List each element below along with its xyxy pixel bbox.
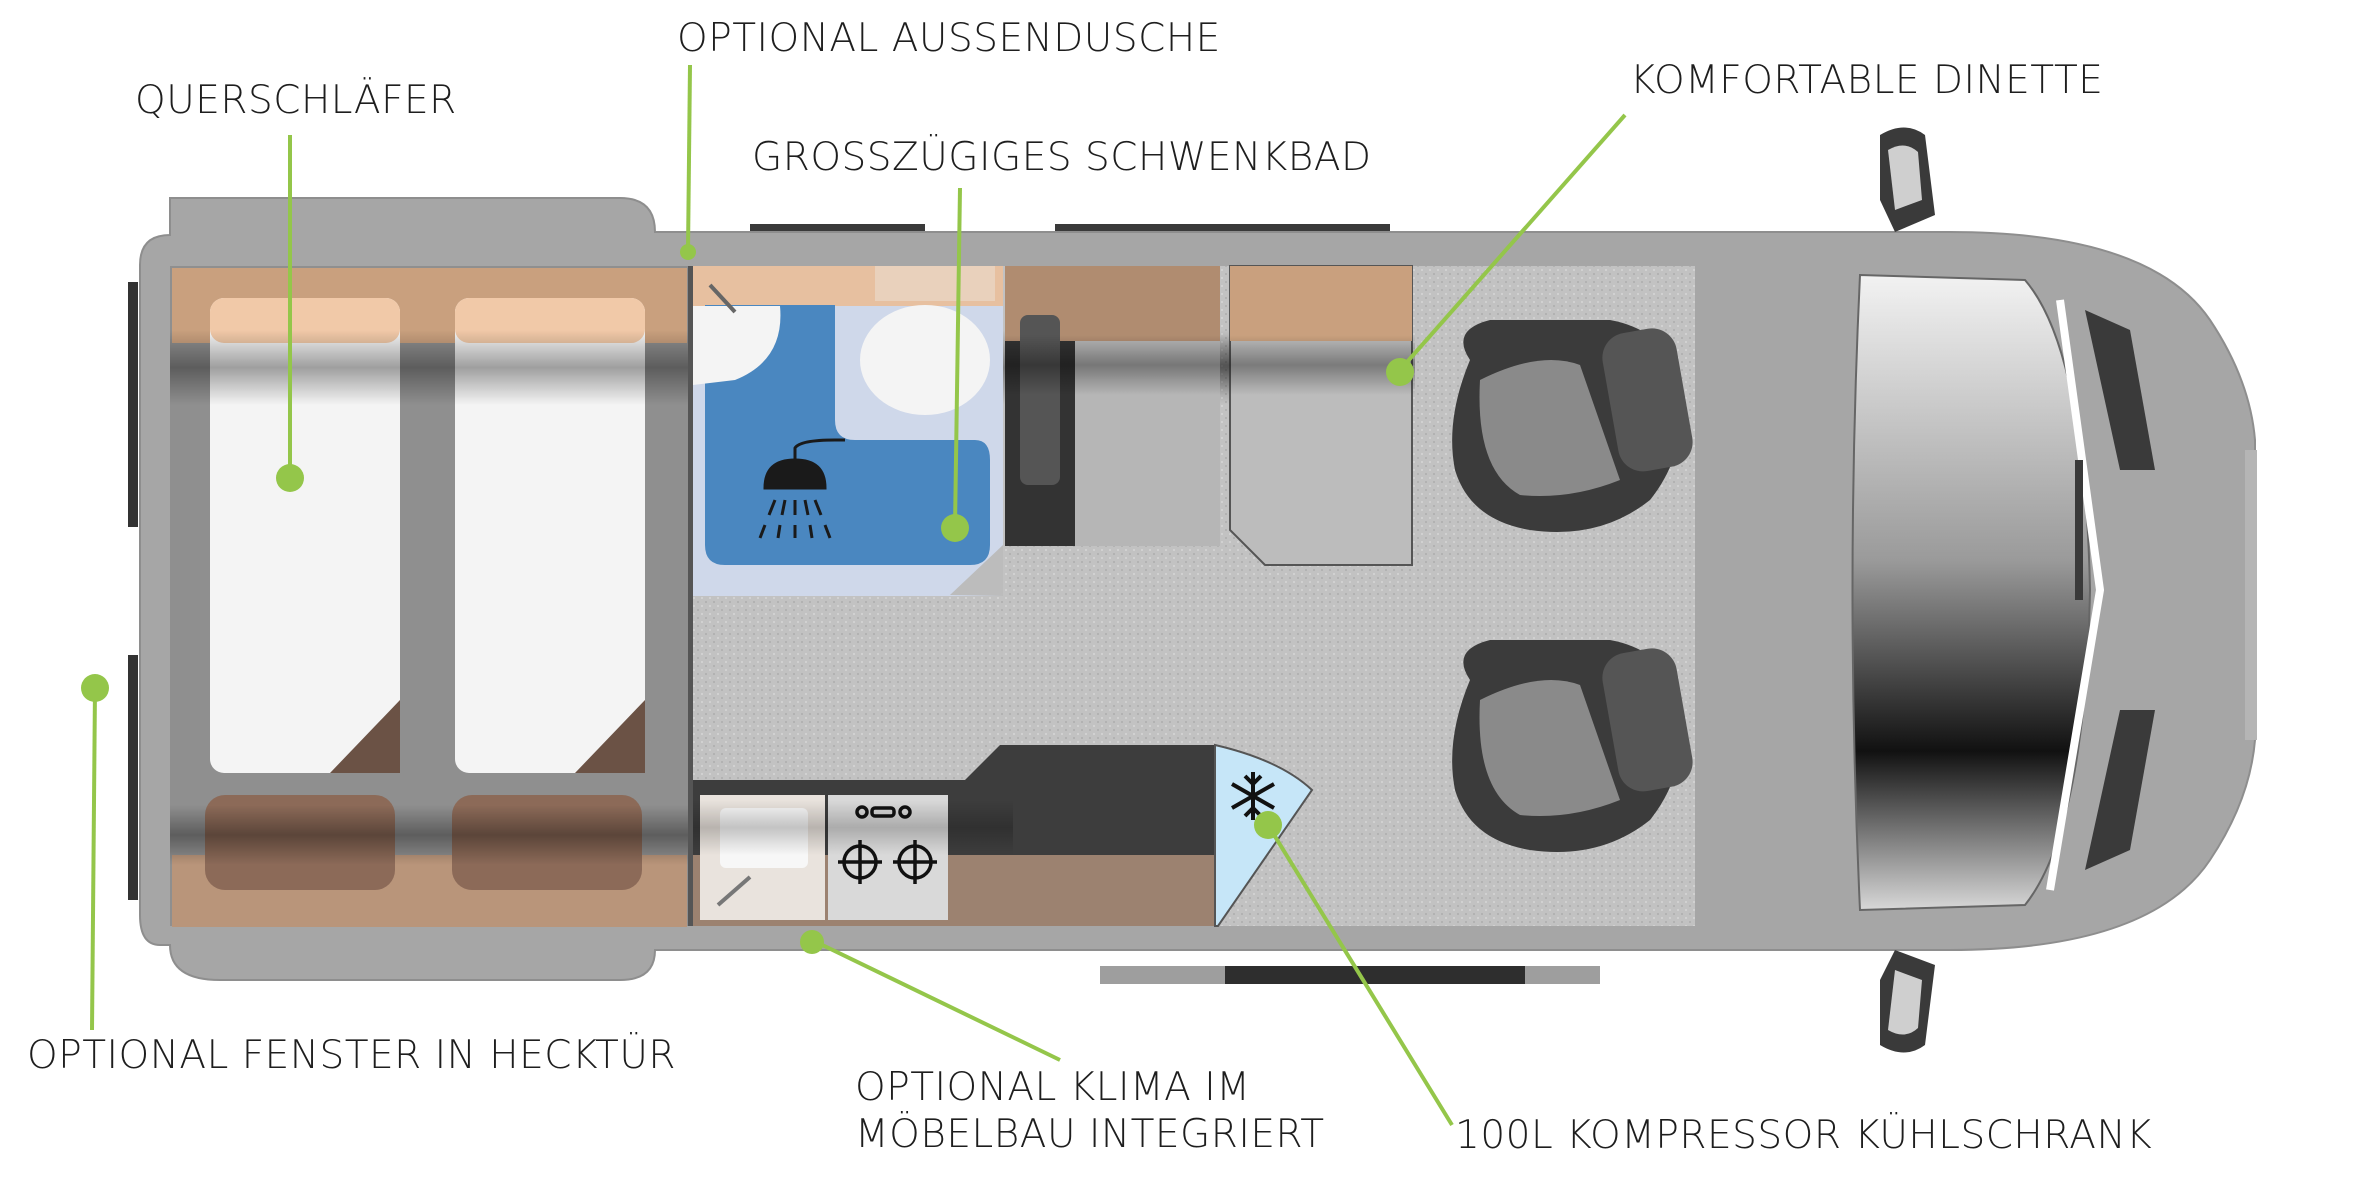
- label-kuehlschrank: 100L KOMPRESSOR KÜHLSCHRANK: [1455, 1113, 2153, 1158]
- mattress-left: [210, 298, 400, 773]
- wash-basin: [693, 306, 781, 385]
- toilet: [860, 305, 990, 415]
- dinette-backrest: [1230, 266, 1412, 341]
- rear-door-seal: [128, 282, 138, 527]
- label-querschlaefer: QUERSCHLÄFER: [135, 78, 457, 123]
- windshield: [1851, 273, 2092, 912]
- bumper: [2245, 450, 2257, 740]
- label-klima: OPTIONAL KLIMA IM MÖBELBAU INTEGRIERT: [855, 1065, 1415, 1159]
- bath-door-edge: [950, 545, 1003, 596]
- side-window: [750, 224, 925, 234]
- bed-corner: [575, 700, 645, 773]
- side-window: [1055, 224, 1390, 234]
- mattress-right: [455, 298, 645, 773]
- leader-dots: [81, 244, 1414, 954]
- shower-tray: [705, 305, 990, 565]
- tap: [708, 283, 737, 314]
- passenger-seat: [1452, 640, 1693, 852]
- dash-line: [2075, 460, 2083, 600]
- label-schwenkbad: GROSSZÜGIGES SCHWENKBAD: [752, 135, 1372, 180]
- label-aussendusche: OPTIONAL AUSSENDUSCHE: [677, 16, 1221, 61]
- hood-vent: [2085, 310, 2155, 470]
- label-klima-line2: MÖBELBAU INTEGRIERT: [855, 1111, 1325, 1157]
- shower-icon: [758, 438, 845, 539]
- wiper: [2046, 299, 2105, 891]
- side-mirror: [1888, 145, 1922, 210]
- label-fenster: OPTIONAL FENSTER IN HECKTÜR: [27, 1033, 676, 1078]
- rear-door-seal: [128, 655, 138, 900]
- hood-vent: [2085, 710, 2155, 870]
- bed-corner: [330, 700, 400, 773]
- cab-divider: [1695, 266, 1730, 926]
- side-mirror: [1888, 970, 1922, 1035]
- sliding-door: [1225, 966, 1525, 984]
- leader-lines: [90, 64, 1627, 1127]
- shade-band: [1005, 335, 1415, 395]
- label-klima-line1: OPTIONAL KLIMA IM: [855, 1065, 1251, 1110]
- faucet: [716, 875, 752, 907]
- shade-band: [693, 800, 1013, 855]
- toilet-tank: [875, 266, 995, 301]
- bed-divider: [688, 266, 693, 926]
- shade-band: [170, 805, 690, 865]
- driver-seat: [1452, 320, 1693, 532]
- label-dinette: KOMFORTABLE DINETTE: [1630, 58, 2104, 103]
